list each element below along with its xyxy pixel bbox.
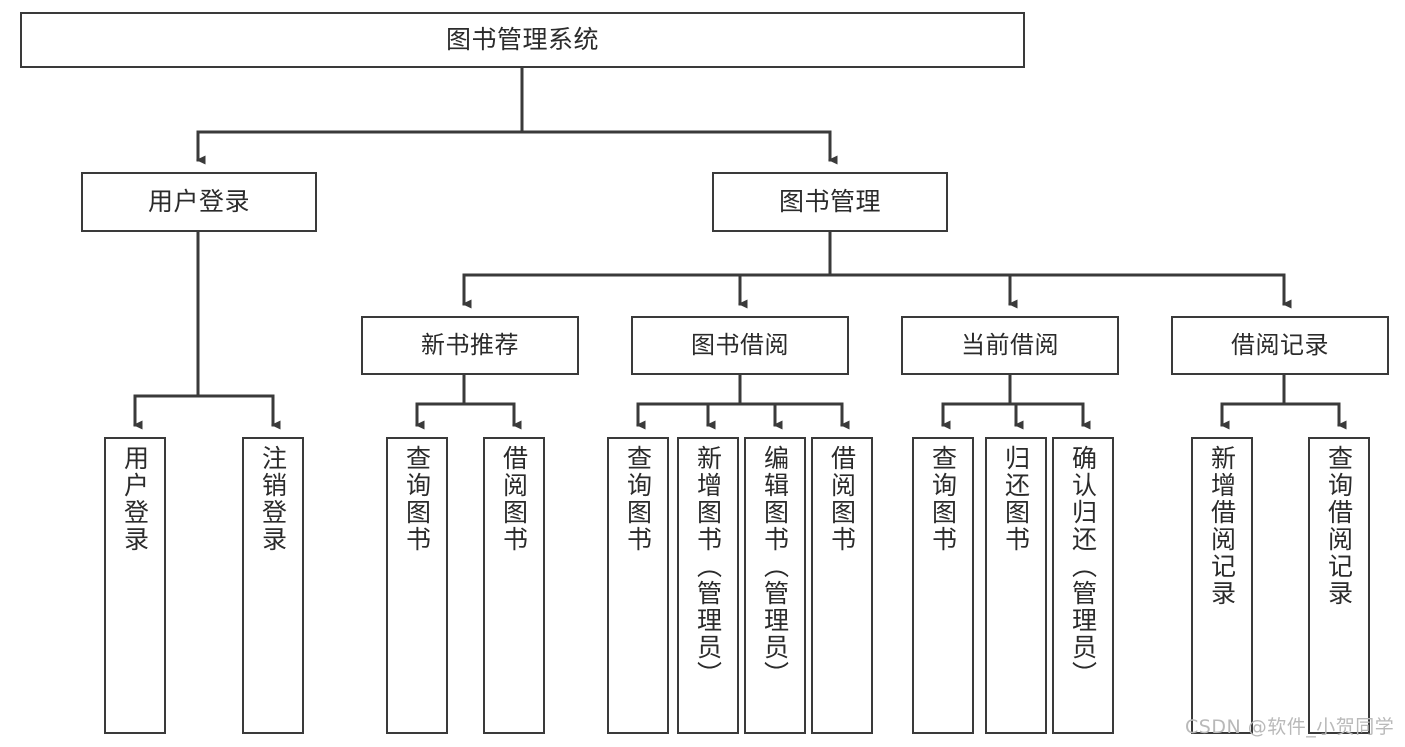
node-current-borrow-label: 当前借阅 xyxy=(961,331,1059,360)
node-new-book-rec[interactable]: 新书推荐 xyxy=(361,316,579,375)
node-leaf-add-record[interactable]: 新增借阅记录 xyxy=(1191,437,1253,734)
node-book-borrow[interactable]: 图书借阅 xyxy=(631,316,849,375)
node-book-mgmt-label: 图书管理 xyxy=(778,187,881,217)
node-leaf-add-book[interactable]: 新增图书（管理员） xyxy=(677,437,739,734)
node-new-book-rec-label: 新书推荐 xyxy=(421,331,519,360)
node-leaf-confirm-return-label: 确认归还（管理员） xyxy=(1068,445,1098,688)
node-user-login-label: 用户登录 xyxy=(147,187,250,217)
node-leaf-confirm-return[interactable]: 确认归还（管理员） xyxy=(1052,437,1114,734)
node-leaf-user-login-label: 用户登录 xyxy=(120,445,150,553)
watermark: CSDN @软件_小贺同学 xyxy=(1185,716,1395,738)
node-leaf-user-login[interactable]: 用户登录 xyxy=(104,437,166,734)
node-leaf-query-book-2[interactable]: 查询图书 xyxy=(607,437,669,734)
node-leaf-add-record-label: 新增借阅记录 xyxy=(1207,445,1237,607)
node-borrow-record-label: 借阅记录 xyxy=(1231,331,1329,360)
node-leaf-query-book-3[interactable]: 查询图书 xyxy=(912,437,974,734)
node-leaf-add-book-label: 新增图书（管理员） xyxy=(693,445,723,688)
node-leaf-query-record[interactable]: 查询借阅记录 xyxy=(1308,437,1370,734)
node-user-login[interactable]: 用户登录 xyxy=(81,172,317,232)
node-leaf-query-book-1-label: 查询图书 xyxy=(402,445,432,553)
node-leaf-borrow-book-1-label: 借阅图书 xyxy=(499,445,529,553)
node-leaf-user-logout[interactable]: 注销登录 xyxy=(242,437,304,734)
node-leaf-edit-book-label: 编辑图书（管理员） xyxy=(760,445,790,688)
node-leaf-query-book-3-label: 查询图书 xyxy=(928,445,958,553)
node-current-borrow[interactable]: 当前借阅 xyxy=(901,316,1119,375)
node-leaf-query-record-label: 查询借阅记录 xyxy=(1324,445,1354,607)
node-leaf-borrow-book-2-label: 借阅图书 xyxy=(827,445,857,553)
node-book-mgmt[interactable]: 图书管理 xyxy=(712,172,948,232)
node-book-borrow-label: 图书借阅 xyxy=(691,331,789,360)
node-leaf-borrow-book-1[interactable]: 借阅图书 xyxy=(483,437,545,734)
node-leaf-user-logout-label: 注销登录 xyxy=(258,445,288,553)
node-leaf-borrow-book-2[interactable]: 借阅图书 xyxy=(811,437,873,734)
node-leaf-return-book-label: 归还图书 xyxy=(1001,445,1031,553)
node-leaf-query-book-2-label: 查询图书 xyxy=(623,445,653,553)
node-leaf-return-book[interactable]: 归还图书 xyxy=(985,437,1047,734)
node-leaf-edit-book[interactable]: 编辑图书（管理员） xyxy=(744,437,806,734)
node-borrow-record[interactable]: 借阅记录 xyxy=(1171,316,1389,375)
node-root-label: 图书管理系统 xyxy=(445,25,599,55)
node-leaf-query-book-1[interactable]: 查询图书 xyxy=(386,437,448,734)
node-root[interactable]: 图书管理系统 xyxy=(20,12,1025,68)
